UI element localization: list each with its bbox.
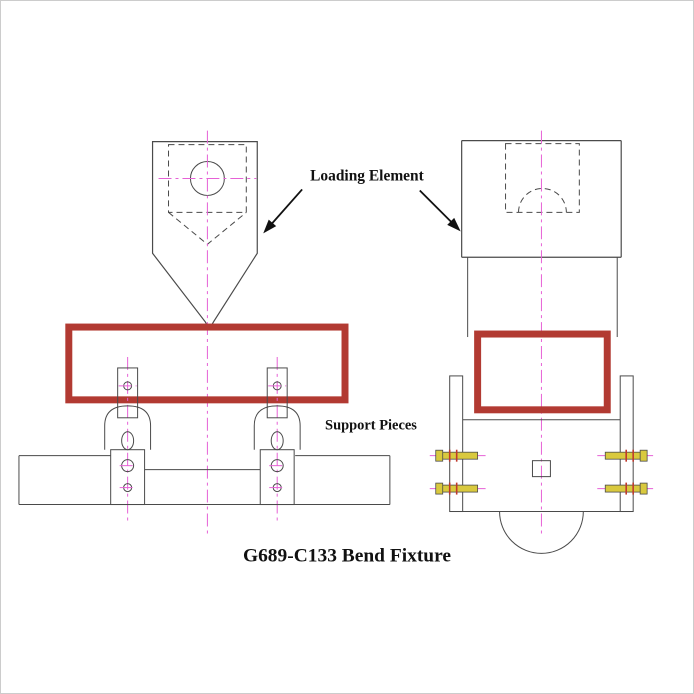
side-view — [429, 130, 654, 554]
bolt-head — [639, 482, 648, 495]
bolt-shaft — [604, 451, 646, 460]
bolt-right-upper — [597, 449, 654, 462]
front-view — [18, 130, 391, 535]
bolt-shaft — [437, 451, 479, 460]
leader-arrow-right — [419, 189, 461, 232]
loading-element-front — [151, 140, 258, 331]
bolt-left-upper — [429, 449, 486, 462]
clamp-fixture-side — [429, 375, 654, 554]
bolt-right-lower — [597, 482, 654, 495]
bolt-shaft — [604, 484, 646, 493]
support-piece-right — [253, 356, 301, 522]
figure-title: G689-C133 Bend Fixture — [243, 545, 451, 566]
support-piece-left — [104, 356, 152, 522]
arrowhead — [263, 219, 277, 234]
base-plate-front — [18, 455, 391, 506]
loading-element-label: Loading Element — [310, 167, 425, 184]
annotations: Loading Element Support Pieces G689-C133… — [243, 167, 461, 566]
bolt-head — [435, 449, 444, 462]
bolt-left-lower — [429, 482, 486, 495]
side-punch-hidden-arc — [518, 188, 567, 213]
leader-arrow-left — [263, 188, 303, 234]
leader-line — [419, 189, 453, 223]
arrowhead — [447, 217, 461, 232]
support-pieces-label: Support Pieces — [325, 418, 417, 434]
support-left-tab — [117, 367, 139, 419]
bolt-head — [435, 482, 444, 495]
clamp-dome-cutout — [499, 511, 584, 554]
side-punch-hidden-pocket — [505, 143, 580, 213]
support-left-roller — [104, 405, 152, 450]
support-right-roller — [253, 405, 301, 450]
bolt-shaft — [437, 484, 479, 493]
leader-line — [270, 188, 303, 225]
clamp-dome-key — [531, 460, 551, 478]
specimen-highlight-side — [474, 330, 611, 414]
specimen-highlight-front — [65, 323, 349, 404]
punch-outline — [151, 140, 258, 331]
support-right-tab — [266, 367, 288, 419]
bolt-head — [639, 449, 648, 462]
